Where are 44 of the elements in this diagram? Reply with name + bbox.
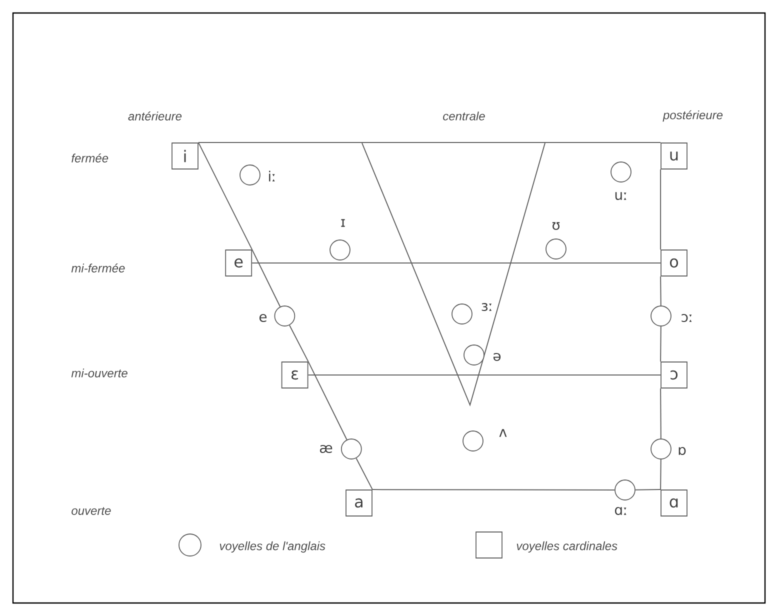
column-heading: postérieure xyxy=(662,110,723,122)
vowel-symbol: ɜː xyxy=(482,302,492,312)
chart-line xyxy=(372,489,616,490)
vowel-symbol: ɒ xyxy=(678,446,686,456)
column-heading: antérieure xyxy=(128,112,182,120)
vowel-box: e xyxy=(225,250,252,276)
vowel-symbol: æ xyxy=(320,444,332,454)
chart-line xyxy=(308,361,348,440)
vowel-box: ɔ xyxy=(660,362,688,388)
vowel-box: ɑ xyxy=(660,490,688,516)
row-heading: fermée xyxy=(72,154,108,162)
chart-line xyxy=(252,262,662,264)
chart-line xyxy=(660,168,662,250)
chart-line xyxy=(356,458,373,490)
chart-line xyxy=(289,324,309,362)
chart-line xyxy=(198,142,662,144)
vowel-symbol: ɪ xyxy=(341,219,345,227)
vowel-symbol: ʊ xyxy=(552,222,560,230)
vowel-box: u xyxy=(660,142,688,170)
column-heading: centrale xyxy=(443,112,485,120)
chart-line xyxy=(252,249,281,308)
vowel-symbol: uː xyxy=(615,192,626,200)
vowel-symbol: ɑː xyxy=(614,506,626,516)
vowel-symbol: ʌ xyxy=(499,429,507,437)
row-heading: mi-fermée xyxy=(71,264,125,272)
vowel-box: ɛ xyxy=(281,362,308,388)
chart-line xyxy=(198,142,253,250)
vowel-box: i xyxy=(172,142,198,170)
chart-line xyxy=(634,489,662,490)
chart-line xyxy=(308,374,662,376)
vowel-symbol: iː xyxy=(269,170,275,182)
vowel-symbol: e xyxy=(259,314,267,322)
vowel-symbol: ɔː xyxy=(682,314,692,322)
vowel-symbol: ə xyxy=(493,352,501,362)
row-heading: ouverte xyxy=(72,507,111,515)
chart-line xyxy=(660,388,662,440)
legend-text: voyelles cardinales xyxy=(516,541,618,553)
legend-text: voyelles de l'anglais xyxy=(220,541,326,553)
vowel-box: o xyxy=(660,250,688,276)
vowel-box: a xyxy=(346,490,372,516)
chart-line xyxy=(660,458,662,490)
row-heading: mi-ouverte xyxy=(71,368,128,378)
chart-line xyxy=(660,326,662,362)
chart-line xyxy=(660,276,662,306)
